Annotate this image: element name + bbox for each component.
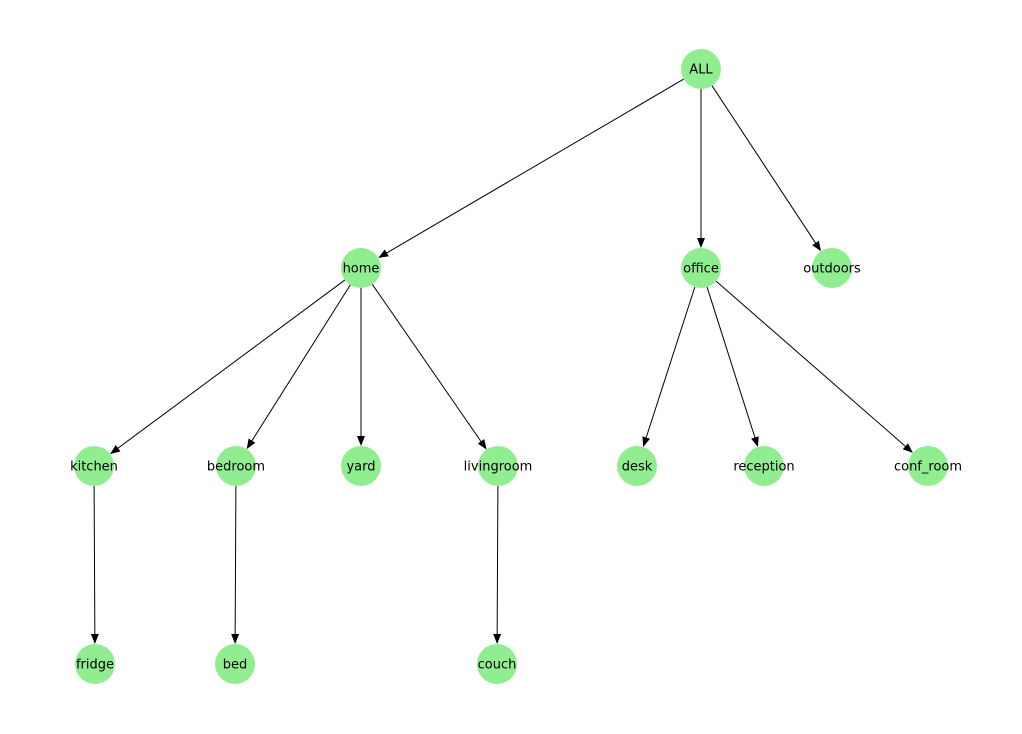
node-bedroom: bedroom	[207, 446, 265, 486]
node-label-couch: couch	[478, 658, 517, 673]
node-label-outdoors: outdoors	[803, 262, 861, 277]
node-outdoors: outdoors	[803, 248, 861, 288]
node-label-fridge: fridge	[76, 658, 114, 673]
node-label-conf_room: conf_room	[894, 460, 962, 475]
node-office: office	[681, 248, 721, 288]
edges-layer	[90, 78, 913, 645]
node-desk: desk	[617, 446, 657, 486]
nodes-layer: ALL home office outdoors kitchen bedroom yard l…	[70, 49, 962, 684]
node-fridge: fridge	[75, 644, 115, 684]
node-conf_room: conf_room	[894, 446, 962, 486]
node-label-home: home	[343, 262, 380, 277]
edge-home-kitchen	[110, 279, 346, 455]
node-home: home	[341, 248, 381, 288]
node-circle-outdoors	[812, 248, 852, 288]
node-bed: bed	[215, 644, 255, 684]
node-label-livingroom: livingroom	[464, 460, 533, 475]
node-circle-reception	[744, 446, 784, 486]
node-circle-couch	[477, 644, 517, 684]
edge-home-bedroom	[246, 284, 351, 450]
node-circle-home	[341, 248, 381, 288]
edge-ALL-outdoors	[711, 85, 822, 252]
node-circle-desk	[617, 446, 657, 486]
node-yard: yard	[341, 446, 381, 486]
edge-home-livingroom	[371, 284, 487, 450]
node-reception: reception	[733, 446, 795, 486]
edge-office-reception	[706, 286, 759, 447]
node-circle-bed	[215, 644, 255, 684]
node-circle-bedroom	[216, 446, 256, 486]
node-label-desk: desk	[622, 460, 653, 475]
node-label-office: office	[683, 262, 719, 277]
node-circle-yard	[341, 446, 381, 486]
edge-ALL-home	[378, 78, 684, 258]
node-circle-kitchen	[74, 446, 114, 486]
edge-office-conf_room	[715, 280, 913, 453]
node-circle-conf_room	[908, 446, 948, 486]
node-ALL: ALL	[681, 49, 721, 89]
node-circle-ALL	[681, 49, 721, 89]
node-label-reception: reception	[733, 460, 794, 475]
node-kitchen: kitchen	[70, 446, 118, 486]
node-label-ALL: ALL	[689, 63, 713, 78]
node-couch: couch	[477, 644, 517, 684]
node-circle-fridge	[75, 644, 115, 684]
edge-kitchen-fridge	[90, 485, 99, 645]
node-circle-office	[681, 248, 721, 288]
edge-bedroom-bed	[231, 485, 240, 645]
node-livingroom: livingroom	[464, 446, 533, 486]
node-label-bedroom: bedroom	[207, 460, 265, 475]
node-label-yard: yard	[346, 460, 375, 475]
node-circle-livingroom	[478, 446, 518, 486]
edge-livingroom-couch	[493, 485, 502, 645]
node-label-bed: bed	[223, 658, 248, 673]
edge-office-desk	[642, 286, 696, 447]
node-label-kitchen: kitchen	[70, 460, 118, 475]
